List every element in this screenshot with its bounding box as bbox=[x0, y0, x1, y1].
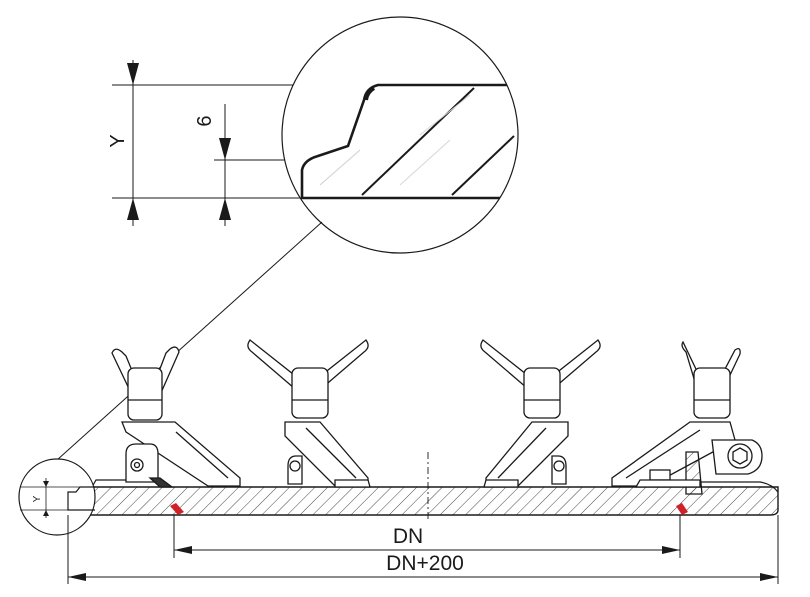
dimensions: DN DN+200 bbox=[67, 515, 779, 584]
clamp-foot bbox=[334, 479, 371, 488]
clamp-foot bbox=[148, 477, 174, 488]
bolt-barrel bbox=[127, 367, 163, 421]
jaw-line bbox=[305, 427, 357, 479]
hinge-tab bbox=[649, 469, 671, 481]
clamp-2 bbox=[247, 339, 371, 488]
dn200-arrow-left bbox=[68, 573, 86, 581]
y-dimension-label: Y bbox=[107, 134, 129, 147]
pivot-pin bbox=[289, 460, 301, 472]
zoom-detail: Y 6 bbox=[56, 16, 519, 461]
small-y-label: Y bbox=[32, 495, 43, 502]
dn200-label: DN+200 bbox=[386, 552, 464, 575]
dn-arrow-right bbox=[662, 546, 680, 554]
y-arrow-top bbox=[127, 63, 139, 85]
wing-left bbox=[480, 339, 532, 390]
dn-arrow-left bbox=[174, 546, 192, 554]
clamp-3 bbox=[480, 339, 601, 488]
jaw-line bbox=[497, 427, 547, 479]
dn-label: DN bbox=[393, 525, 423, 548]
bolt-barrel bbox=[523, 367, 561, 419]
clamp-foot bbox=[483, 479, 519, 488]
pivot-pin-centre bbox=[133, 461, 141, 469]
zoom-fillet bbox=[364, 86, 376, 101]
clamp-jaw bbox=[121, 421, 241, 487]
zoom-texture-3 bbox=[419, 94, 471, 136]
clamp-foot bbox=[634, 479, 701, 488]
seal-left bbox=[170, 503, 184, 515]
leader-line bbox=[56, 221, 323, 461]
y-arrow-bottom bbox=[127, 198, 139, 220]
wing-left bbox=[247, 339, 299, 390]
zoom-texture-1 bbox=[319, 149, 361, 186]
bolt-barrel bbox=[291, 367, 329, 419]
small-arrow-bottom bbox=[43, 510, 49, 516]
jaw-line bbox=[175, 431, 229, 479]
dn200-arrow-right bbox=[760, 573, 778, 581]
hinge-bolt-hex bbox=[732, 447, 748, 465]
six-arrow-bottom bbox=[219, 198, 231, 220]
six-arrow-top bbox=[219, 138, 231, 160]
magnifier-circle bbox=[281, 16, 519, 254]
clamp-1 bbox=[111, 346, 241, 488]
small-profile bbox=[67, 486, 95, 511]
zoom-hatch-line-2 bbox=[451, 135, 515, 196]
small-arrow-top bbox=[43, 481, 49, 487]
small-detail: Y bbox=[18, 458, 96, 536]
bolt-barrel bbox=[693, 367, 731, 419]
small-magnifier-circle bbox=[18, 458, 96, 536]
right-step bbox=[700, 481, 779, 493]
jaw-line bbox=[625, 429, 701, 479]
six-dimension-label: 6 bbox=[194, 115, 216, 126]
seal-right bbox=[676, 503, 688, 515]
pivot-pin bbox=[553, 460, 565, 472]
zoom-hatch-line-1 bbox=[361, 87, 475, 196]
clamp-4 bbox=[611, 340, 763, 495]
flange-assembly: Y bbox=[18, 339, 779, 536]
zoom-texture-2 bbox=[399, 139, 451, 186]
